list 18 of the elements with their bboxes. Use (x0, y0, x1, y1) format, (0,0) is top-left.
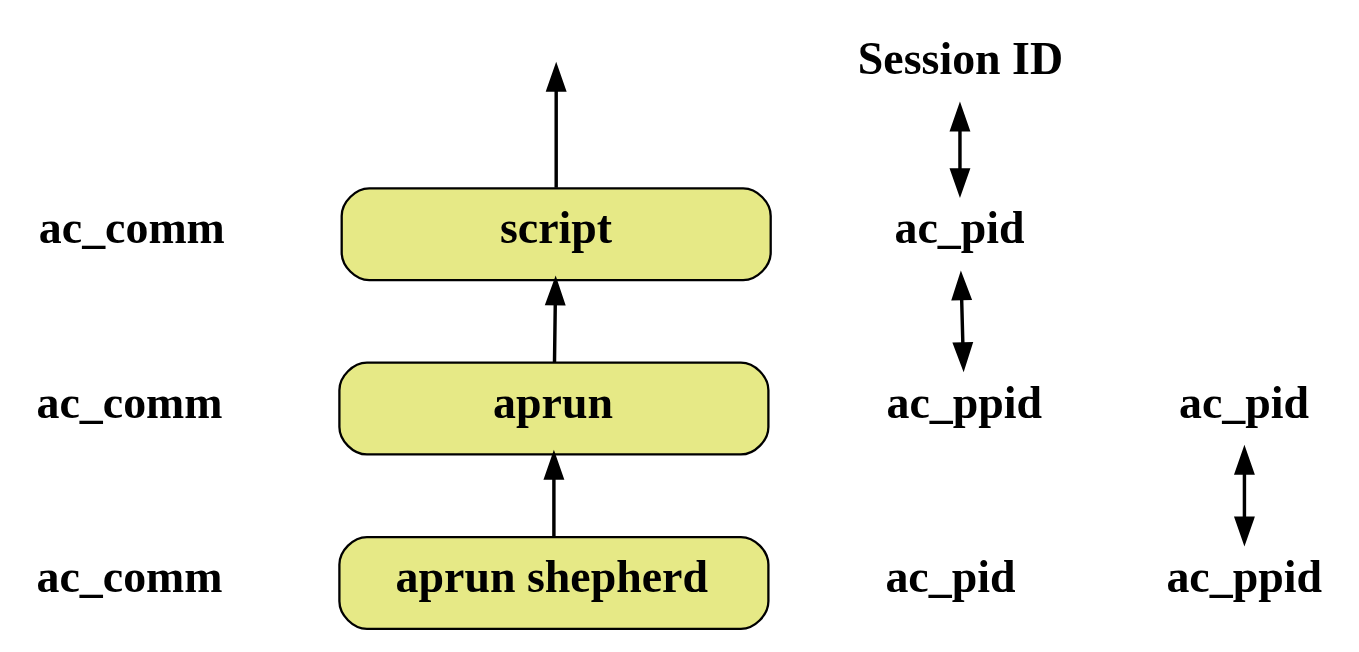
node-box: aprun shepherd (338, 535, 770, 630)
node-text: ac_pid (1179, 376, 1310, 428)
arrow (544, 275, 566, 363)
arrow (543, 449, 565, 537)
label: ac_pid (885, 551, 1016, 603)
arrow (951, 270, 974, 373)
arrow (545, 61, 567, 188)
node-box: script (340, 187, 772, 282)
arrow (1233, 444, 1255, 547)
label: ac_comm (38, 202, 225, 254)
node-text: Session ID (857, 32, 1064, 84)
node-box: aprun (338, 361, 770, 456)
node-text: ac_pid (894, 202, 1025, 254)
arrow (949, 101, 971, 198)
label: ac_comm (36, 376, 223, 428)
label: ac_comm (36, 551, 223, 603)
node-text: ac_ppid (1166, 551, 1322, 603)
node-text: ac_ppid (886, 376, 1043, 428)
